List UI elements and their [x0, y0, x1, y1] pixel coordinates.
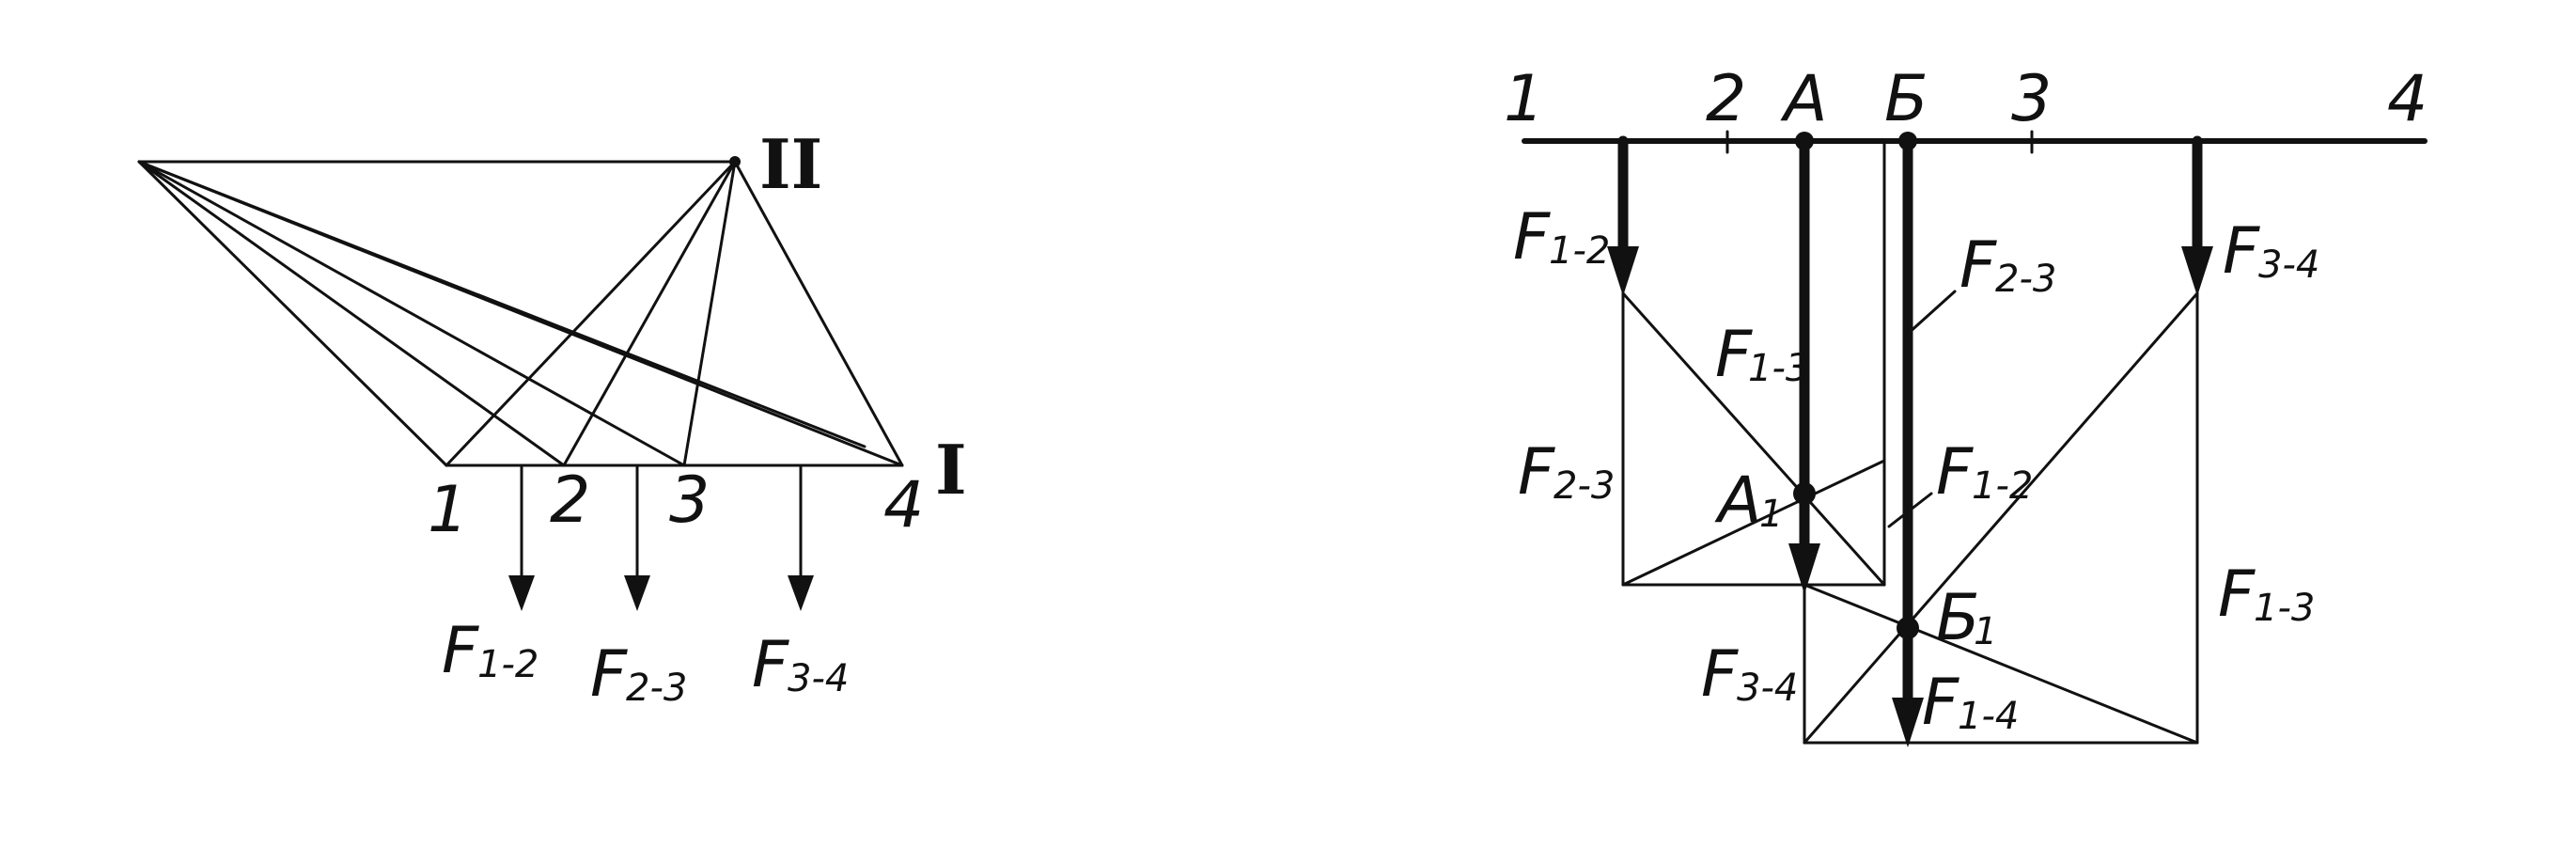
right-arrowhead-b	[1892, 698, 1924, 747]
left-force-label-f23: F 2-3	[590, 637, 687, 712]
svg-text:3-4: 3-4	[2258, 243, 2319, 287]
right-arrowhead-f12	[1607, 246, 1639, 296]
right-rect1-diag	[1621, 291, 1886, 587]
right-point-label-b1: Б 1	[1936, 581, 1997, 655]
svg-text:F: F	[2218, 558, 2256, 632]
right-rect2-diag	[1803, 583, 2199, 745]
left-ray-5	[137, 160, 866, 448]
right-top-label-3: 3	[2011, 62, 2052, 136]
left-ray-ii-4	[733, 160, 904, 467]
svg-text:1-3: 1-3	[2254, 587, 2315, 630]
svg-text:3-4: 3-4	[1737, 667, 1798, 710]
svg-text:F: F	[1959, 228, 1997, 303]
left-label-pole-ii: II	[759, 124, 822, 204]
right-top-label-a: А	[1780, 62, 1828, 136]
svg-text:1: 1	[1974, 610, 1997, 653]
left-label-point-4: 4	[883, 468, 924, 542]
svg-text:3-4: 3-4	[788, 657, 849, 700]
svg-text:2-3: 2-3	[1995, 258, 2056, 301]
right-leader-f23	[1906, 290, 1957, 336]
svg-text:F: F	[1513, 200, 1551, 275]
svg-text:F: F	[1518, 435, 1555, 510]
left-arrowhead-f12	[508, 575, 535, 611]
svg-text:1-2: 1-2	[1549, 229, 1610, 273]
right-top-label-4: 4	[2387, 62, 2428, 136]
svg-text:F: F	[752, 628, 789, 702]
right-point-a1	[1793, 482, 1816, 505]
svg-text:1: 1	[1759, 493, 1783, 536]
left-ray-3	[137, 160, 686, 467]
svg-text:F: F	[1936, 435, 1974, 510]
right-point-label-a1: А 1	[1714, 463, 1783, 538]
svg-text:F: F	[442, 614, 479, 688]
right-force-label-f14: F 1-4	[1922, 666, 2019, 740]
left-label-point-2: 2	[550, 463, 590, 538]
left-ray-ii-3	[682, 160, 737, 467]
left-ray-ii-1	[445, 160, 737, 467]
left-label-pole-i: I	[935, 430, 967, 510]
svg-text:F: F	[1701, 637, 1739, 712]
left-label-point-1: 1	[428, 473, 468, 547]
svg-text:1-2: 1-2	[1972, 464, 2033, 508]
left-label-point-3: 3	[669, 463, 710, 538]
right-top-label-2: 2	[1706, 62, 1746, 136]
right-arrowhead-f34	[2181, 246, 2213, 296]
svg-text:А: А	[1714, 463, 1762, 538]
right-force-label-f34-top: F 3-4	[2223, 214, 2319, 289]
right-point-b1	[1897, 617, 1919, 639]
svg-text:1-4: 1-4	[1958, 695, 2019, 738]
svg-text:F: F	[1715, 318, 1753, 392]
left-ray-1	[137, 160, 448, 467]
right-force-label-f12-mid: F 1-2	[1936, 435, 2033, 510]
right-force-label-f13-right: F 1-3	[2218, 558, 2315, 632]
right-rect1-diag2	[1621, 459, 1886, 587]
svg-text:1-3: 1-3	[1748, 347, 1809, 390]
right-rect2-diag2	[1803, 291, 2199, 745]
left-force-label-f12: F 1-2	[442, 614, 539, 688]
right-force-label-f12-top: F 1-2	[1513, 200, 1610, 275]
right-force-label-f13-inner: F 1-3	[1715, 318, 1809, 392]
left-point-ii	[729, 156, 741, 167]
right-diagram: 1 2 А Б 3 4	[1504, 62, 2428, 747]
svg-text:F: F	[2223, 214, 2260, 289]
left-ray-2	[137, 160, 566, 467]
svg-text:Б: Б	[1936, 581, 1980, 655]
left-diagram: 1 2 3 4 II I F 1-2 F 2-3 F 3-4	[137, 124, 967, 712]
svg-text:F: F	[1922, 666, 1959, 740]
svg-text:1-2: 1-2	[477, 643, 539, 686]
right-point-a	[1795, 132, 1814, 150]
right-point-b	[1898, 132, 1917, 150]
svg-text:2-3: 2-3	[1553, 464, 1615, 508]
svg-text:F: F	[590, 637, 628, 712]
left-ray-ii-2	[562, 160, 737, 467]
right-arrowhead-a	[1788, 543, 1820, 594]
left-arrowhead-f23	[624, 575, 650, 611]
right-force-label-f34-left: F 3-4	[1701, 637, 1798, 712]
left-arrowhead-f34	[788, 575, 814, 611]
right-top-label-b: Б	[1884, 62, 1928, 136]
right-force-label-f23-upper: F 2-3	[1959, 228, 2056, 303]
right-force-label-f23-left: F 2-3	[1518, 435, 1615, 510]
right-top-label-1: 1	[1504, 62, 1544, 136]
left-force-label-f34: F 3-4	[752, 628, 849, 702]
svg-text:2-3: 2-3	[626, 667, 687, 710]
